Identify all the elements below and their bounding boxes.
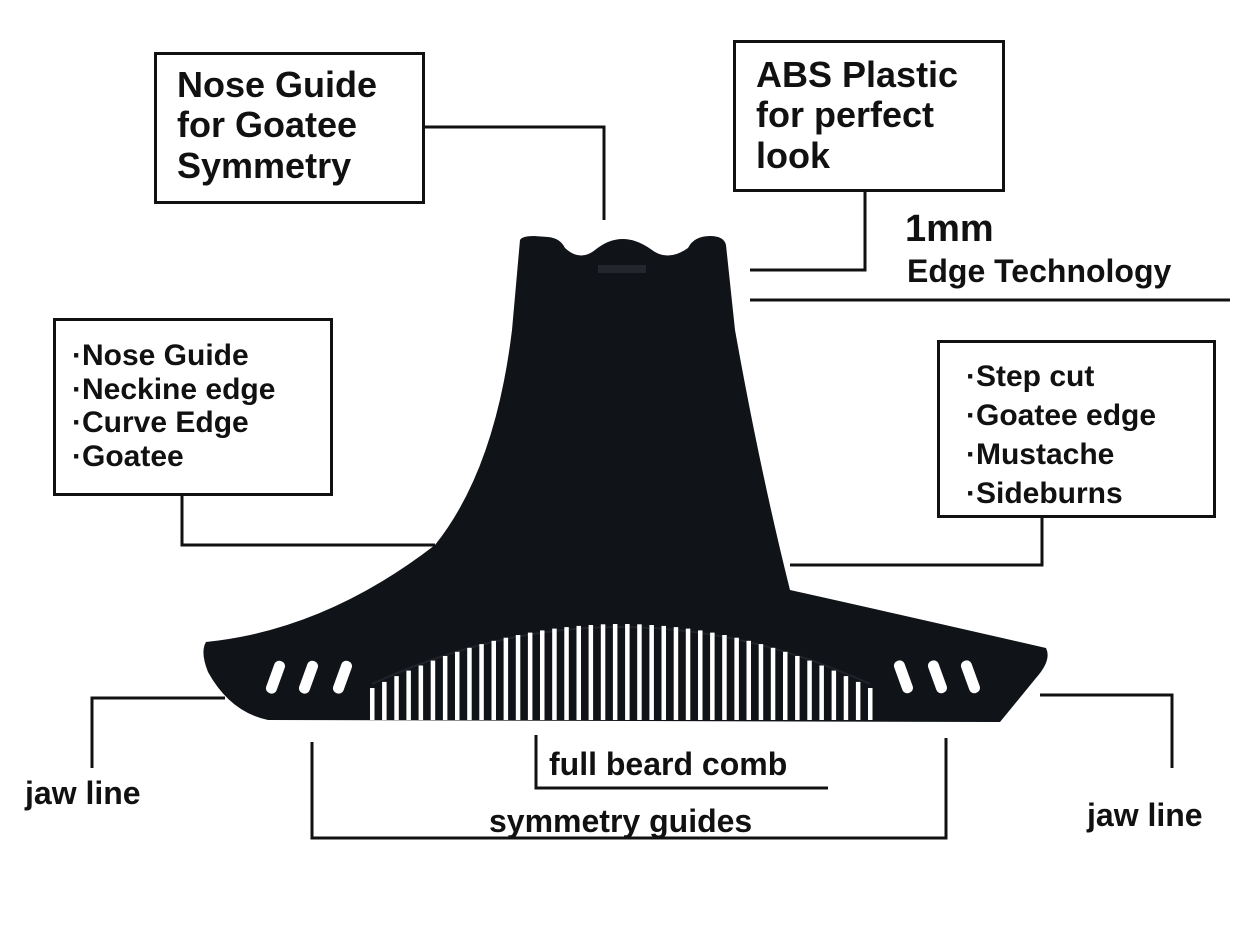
comb-tooth-gap bbox=[600, 624, 606, 720]
right-guide-slots bbox=[893, 660, 981, 694]
comb-tooth-gap bbox=[685, 628, 691, 720]
guide-slot bbox=[298, 660, 319, 694]
comb-tooth-gap bbox=[394, 676, 399, 720]
comb-tooth-gap bbox=[746, 640, 751, 720]
comb-tooth-gap bbox=[807, 660, 812, 720]
guide-slot bbox=[265, 660, 286, 694]
comb-tooth-gap bbox=[552, 628, 557, 720]
edge-tech-subtitle: Edge Technology bbox=[907, 253, 1172, 289]
full-beard-comb-leader bbox=[534, 735, 828, 790]
right-feature-4: ·Sideburns bbox=[966, 477, 1123, 510]
left-guide-slots bbox=[265, 660, 353, 694]
jaw-line-left-label: jaw line bbox=[25, 775, 141, 811]
guide-slot bbox=[332, 660, 353, 694]
left-feature-1: ·Nose Guide bbox=[72, 339, 249, 372]
right-feature-2: ·Goatee edge bbox=[966, 399, 1157, 432]
comb-tooth-gap bbox=[503, 637, 509, 720]
comb-tooth-gap bbox=[479, 644, 484, 720]
right-features-callout: ·Step cut ·Goatee edge ·Mustache ·Sidebu… bbox=[937, 340, 1216, 518]
comb-tooth-gap bbox=[637, 624, 642, 720]
nose-notch bbox=[598, 265, 646, 273]
abs-plastic-line-2: for perfect bbox=[756, 94, 935, 136]
guide-slot bbox=[960, 660, 981, 694]
comb-tooth-gap bbox=[722, 635, 727, 720]
jaw-line-right-leader bbox=[1040, 693, 1174, 768]
comb-tooth-gap bbox=[734, 637, 739, 720]
left-feature-2: ·Neckine edge bbox=[72, 372, 276, 406]
comb-tooth-gap bbox=[418, 665, 424, 720]
abs-plastic-leader bbox=[750, 192, 867, 272]
comb-tooth-gap bbox=[588, 625, 594, 720]
comb-tooth-gap bbox=[758, 644, 764, 720]
guide-slot bbox=[927, 660, 948, 694]
comb-arc bbox=[371, 626, 871, 685]
full-beard-comb-label: full beard comb bbox=[549, 746, 788, 782]
abs-plastic-line-3: look bbox=[756, 134, 831, 176]
edge-tech-title: 1mm bbox=[905, 208, 994, 250]
right-feature-1: ·Step cut bbox=[966, 360, 1095, 393]
left-feature-4: ·Goatee bbox=[72, 439, 184, 473]
comb-tooth-gap bbox=[843, 676, 849, 720]
right-feature-3: ·Mustache bbox=[966, 438, 1115, 471]
comb-tooth-gap bbox=[455, 651, 460, 720]
jaw-line-left-leader bbox=[90, 696, 225, 768]
comb-tooth-gap bbox=[527, 632, 533, 720]
comb-tooth-gap bbox=[770, 647, 776, 720]
symmetry-guides-bracket bbox=[310, 738, 948, 840]
comb-tooth-gap bbox=[612, 624, 618, 720]
comb-tooth-gap bbox=[540, 630, 545, 720]
comb-tooth-gap bbox=[491, 640, 496, 720]
comb-tooth-gap bbox=[698, 630, 703, 720]
comb-teeth bbox=[370, 624, 873, 720]
abs-plastic-line-1: ABS Plastic bbox=[756, 54, 959, 95]
jaw-line-right-label: jaw line bbox=[1087, 797, 1203, 833]
comb-tooth-gap bbox=[406, 670, 411, 720]
comb-tooth-gap bbox=[370, 688, 375, 720]
comb-tooth-gap bbox=[564, 627, 569, 720]
comb-tooth-gap bbox=[649, 625, 654, 720]
left-features-callout: ·Nose Guide ·Neckine edge ·Curve Edge ·G… bbox=[53, 318, 333, 496]
comb-tooth-gap bbox=[467, 647, 472, 720]
comb-tooth-gap bbox=[673, 627, 679, 720]
comb-tooth-gap bbox=[831, 670, 837, 720]
comb-tooth-gap bbox=[868, 688, 873, 720]
comb-tooth-gap bbox=[710, 632, 715, 720]
comb-tooth-gap bbox=[430, 660, 436, 720]
symmetry-guides-label: symmetry guides bbox=[489, 803, 753, 839]
guide-slot bbox=[893, 660, 914, 694]
leader-lines bbox=[90, 125, 1230, 840]
comb-tooth-gap bbox=[819, 665, 824, 720]
comb-tooth-gap bbox=[442, 656, 448, 720]
left-feature-3: ·Curve Edge bbox=[72, 406, 249, 440]
comb-tooth-gap bbox=[576, 625, 581, 720]
right-features-leader bbox=[790, 518, 1044, 567]
beard-template-shape bbox=[203, 236, 1048, 722]
nose-guide-line-2: for Goatee bbox=[177, 104, 358, 146]
nose-guide-leader bbox=[424, 125, 606, 220]
nose-guide-callout: Nose Guide for Goatee Symmetry bbox=[154, 52, 425, 204]
comb-tooth-gap bbox=[661, 625, 666, 720]
nose-guide-line-1: Nose Guide bbox=[177, 64, 378, 105]
comb-tooth-gap bbox=[382, 681, 387, 720]
comb-tooth-gap bbox=[855, 681, 861, 720]
comb-tooth-gap bbox=[783, 651, 788, 720]
comb-tooth-gap bbox=[515, 635, 521, 720]
abs-plastic-callout: ABS Plastic for perfect look bbox=[733, 40, 1005, 192]
left-features-leader bbox=[180, 496, 435, 547]
comb-tooth-gap bbox=[795, 656, 800, 720]
comb-tooth-gap bbox=[625, 624, 630, 720]
nose-guide-line-3: Symmetry bbox=[177, 144, 352, 186]
